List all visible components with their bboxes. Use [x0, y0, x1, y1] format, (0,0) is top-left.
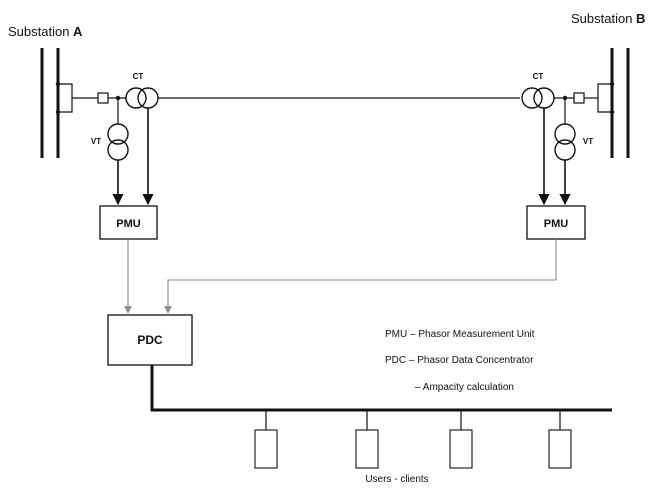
ct-label-a: CT: [133, 72, 144, 81]
network-bus: [150, 365, 612, 412]
substation-a-label: Substation A: [8, 24, 83, 39]
pmu-b-label: PMU: [544, 218, 569, 230]
vt-label-b: VT: [583, 137, 593, 146]
pdc-label: PDC: [137, 333, 163, 347]
substation-b-breaker: [554, 92, 598, 104]
legend-pmu: PMU – Phasor Measurement Unit: [385, 329, 535, 340]
substation-a-breaker: [72, 92, 126, 104]
substation-b-label: Substation B: [571, 11, 645, 26]
client-3: [449, 410, 473, 469]
client-1: [254, 410, 278, 469]
substation-b-busbars: [597, 48, 630, 158]
substation-a-ct: CT: [125, 72, 159, 109]
substation-b-vt: VT: [554, 98, 593, 161]
pdc-box: PDC: [107, 314, 193, 366]
client-2: [355, 410, 379, 469]
pmu-a-box: PMU: [99, 205, 158, 240]
pmu-b-box: PMU: [526, 205, 586, 240]
pmu-b-to-pdc-arrow: [164, 239, 557, 314]
substation-b-ct: CT: [521, 72, 555, 109]
users-label: Users - clients: [365, 474, 428, 485]
vt-label-a: VT: [91, 137, 101, 146]
substation-a-vt: VT: [91, 98, 129, 161]
client-4: [548, 410, 572, 469]
pmu-a-label: PMU: [116, 218, 141, 230]
ct-label-b: CT: [533, 72, 544, 81]
legend-pdc: PDC – Phasor Data Concentrator: [385, 355, 534, 366]
legend-ampacity: – Ampacity calculation: [415, 382, 514, 393]
substation-a-busbars: [40, 48, 73, 158]
